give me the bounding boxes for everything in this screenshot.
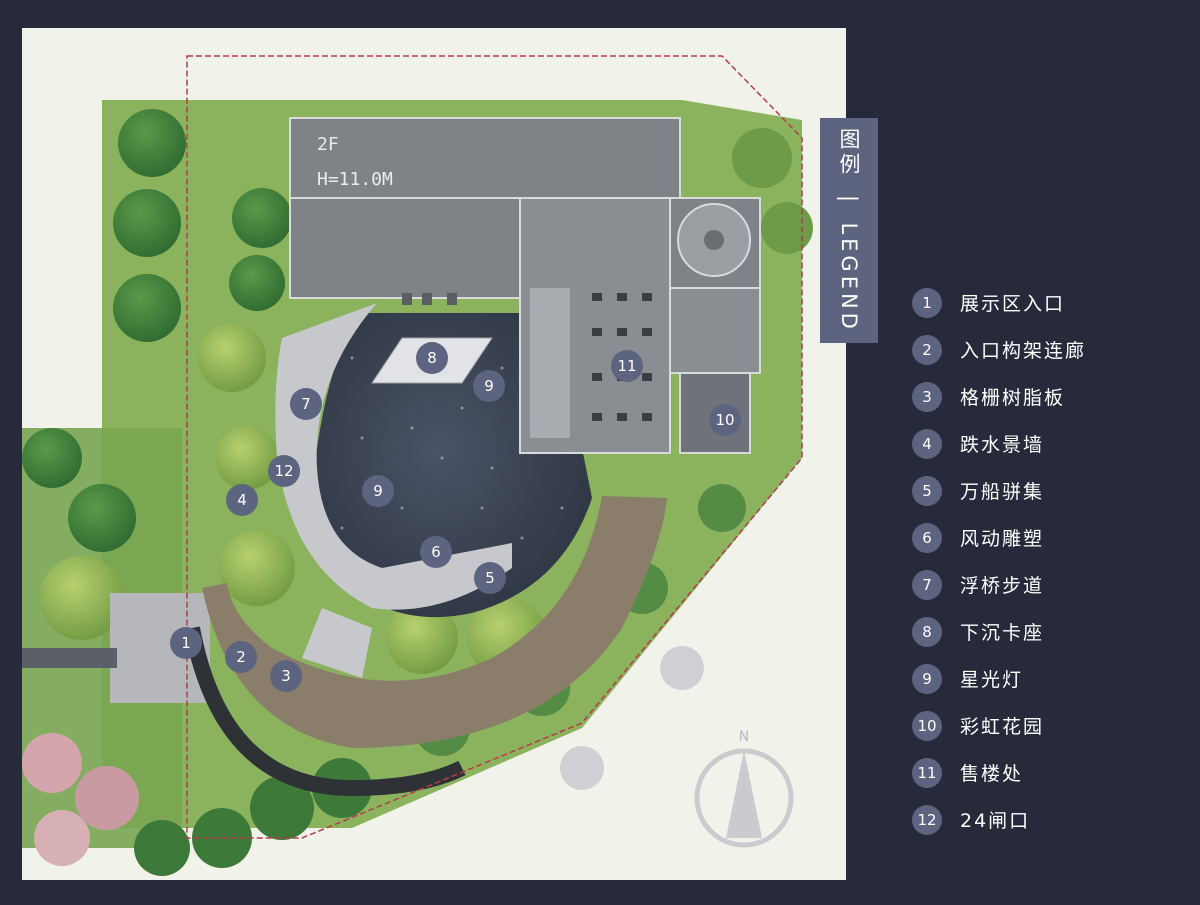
legend-badge: 10 (912, 710, 942, 741)
legend-label: 星光灯 (960, 669, 1024, 691)
legend-label: 24闸口 (960, 810, 1031, 832)
map-marker-12: 12 (268, 455, 300, 487)
legend-item: 3 格栅树脂板 (912, 373, 1086, 420)
legend-item: 11 售楼处 (912, 749, 1086, 796)
legend-label: 彩虹花园 (960, 716, 1045, 738)
legend-item: 1 展示区入口 (912, 279, 1086, 326)
svg-text:1: 1 (181, 634, 191, 652)
legend-badge: 9 (912, 663, 942, 694)
legend-badge: 11 (912, 757, 942, 788)
svg-text:9: 9 (373, 482, 383, 500)
legend-title-separator: | (837, 194, 861, 206)
entrance-steps (22, 648, 117, 668)
legend-label: 跌水景墙 (960, 434, 1045, 456)
legend-item: 4 跌水景墙 (912, 420, 1086, 467)
floating-boardwalk (275, 303, 512, 610)
legend-badge: 8 (912, 616, 942, 647)
north-arrow-icon: N (694, 729, 794, 848)
legend-label: 格栅树脂板 (960, 387, 1066, 409)
legend-label: 展示区入口 (960, 293, 1066, 315)
north-label: N (739, 729, 749, 745)
legend-badge: 2 (912, 334, 942, 365)
map-marker-9b: 9 (362, 475, 394, 507)
map-marker-9a: 9 (473, 370, 505, 402)
legend-title-en: LEGEND (837, 222, 861, 333)
svg-text:7: 7 (301, 395, 311, 413)
height-label: H=11.0M (317, 169, 393, 190)
map-marker-3: 3 (270, 660, 302, 692)
legend-badge: 1 (912, 287, 942, 318)
map-marker-7: 7 (290, 388, 322, 420)
map-marker-10: 10 (709, 404, 741, 436)
legend-item: 5 万船骈集 (912, 467, 1086, 514)
site-plan: 2F H=11.0M N 1 2 3 4 (22, 28, 846, 880)
svg-text:10: 10 (715, 411, 734, 429)
blossom-trees (22, 733, 139, 866)
svg-text:11: 11 (617, 357, 636, 375)
legend-badge: 7 (912, 569, 942, 600)
water-pool (313, 313, 592, 618)
map-marker-4: 4 (226, 484, 258, 516)
legend-title-cn: 图例 (837, 128, 861, 179)
curved-walkway (202, 496, 667, 748)
legend-badge: 3 (912, 381, 942, 412)
legend-label: 万船骈集 (960, 481, 1045, 503)
legend-label: 浮桥步道 (960, 575, 1045, 597)
svg-text:4: 4 (237, 491, 247, 509)
legend-badge: 12 (912, 804, 942, 835)
site-plan-drawing: 2F H=11.0M N 1 2 3 4 (22, 55, 813, 876)
legend-title: 图例 | LEGEND (820, 118, 878, 343)
legend-item: 8 下沉卡座 (912, 608, 1086, 655)
legend-item: 12 24闸口 (912, 796, 1086, 843)
legend-item: 9 星光灯 (912, 655, 1086, 702)
tree-row-west (22, 109, 813, 678)
boardwalk-landing (302, 608, 372, 678)
floor-label: 2F (317, 134, 339, 155)
legend-item: 2 入口构架连廊 (912, 326, 1086, 373)
svg-text:6: 6 (431, 543, 441, 561)
legend-label: 售楼处 (960, 763, 1024, 785)
svg-text:8: 8 (427, 349, 437, 367)
legend-badge: 4 (912, 428, 942, 459)
sales-building (289, 117, 761, 454)
svg-text:12: 12 (274, 462, 293, 480)
retaining-wall (184, 626, 466, 797)
map-markers: 1 2 3 4 5 6 7 (170, 342, 741, 692)
legend-item: 7 浮桥步道 (912, 561, 1086, 608)
legend-label: 风动雕塑 (960, 528, 1045, 550)
legend-item: 6 风动雕塑 (912, 514, 1086, 561)
legend-label: 入口构架连廊 (960, 340, 1087, 362)
map-marker-6: 6 (420, 536, 452, 568)
map-marker-5: 5 (474, 562, 506, 594)
map-marker-11: 11 (611, 350, 643, 382)
legend-badge: 6 (912, 522, 942, 553)
svg-text:2: 2 (236, 648, 246, 666)
legend-label: 下沉卡座 (960, 622, 1045, 644)
property-line (186, 55, 803, 839)
legend-item: 10 彩虹花园 (912, 702, 1086, 749)
map-marker-2: 2 (225, 641, 257, 673)
legend-badge: 5 (912, 475, 942, 506)
svg-text:9: 9 (484, 377, 494, 395)
map-marker-8: 8 (416, 342, 448, 374)
map-marker-1: 1 (170, 627, 202, 659)
svg-text:5: 5 (485, 569, 495, 587)
svg-text:3: 3 (281, 667, 291, 685)
